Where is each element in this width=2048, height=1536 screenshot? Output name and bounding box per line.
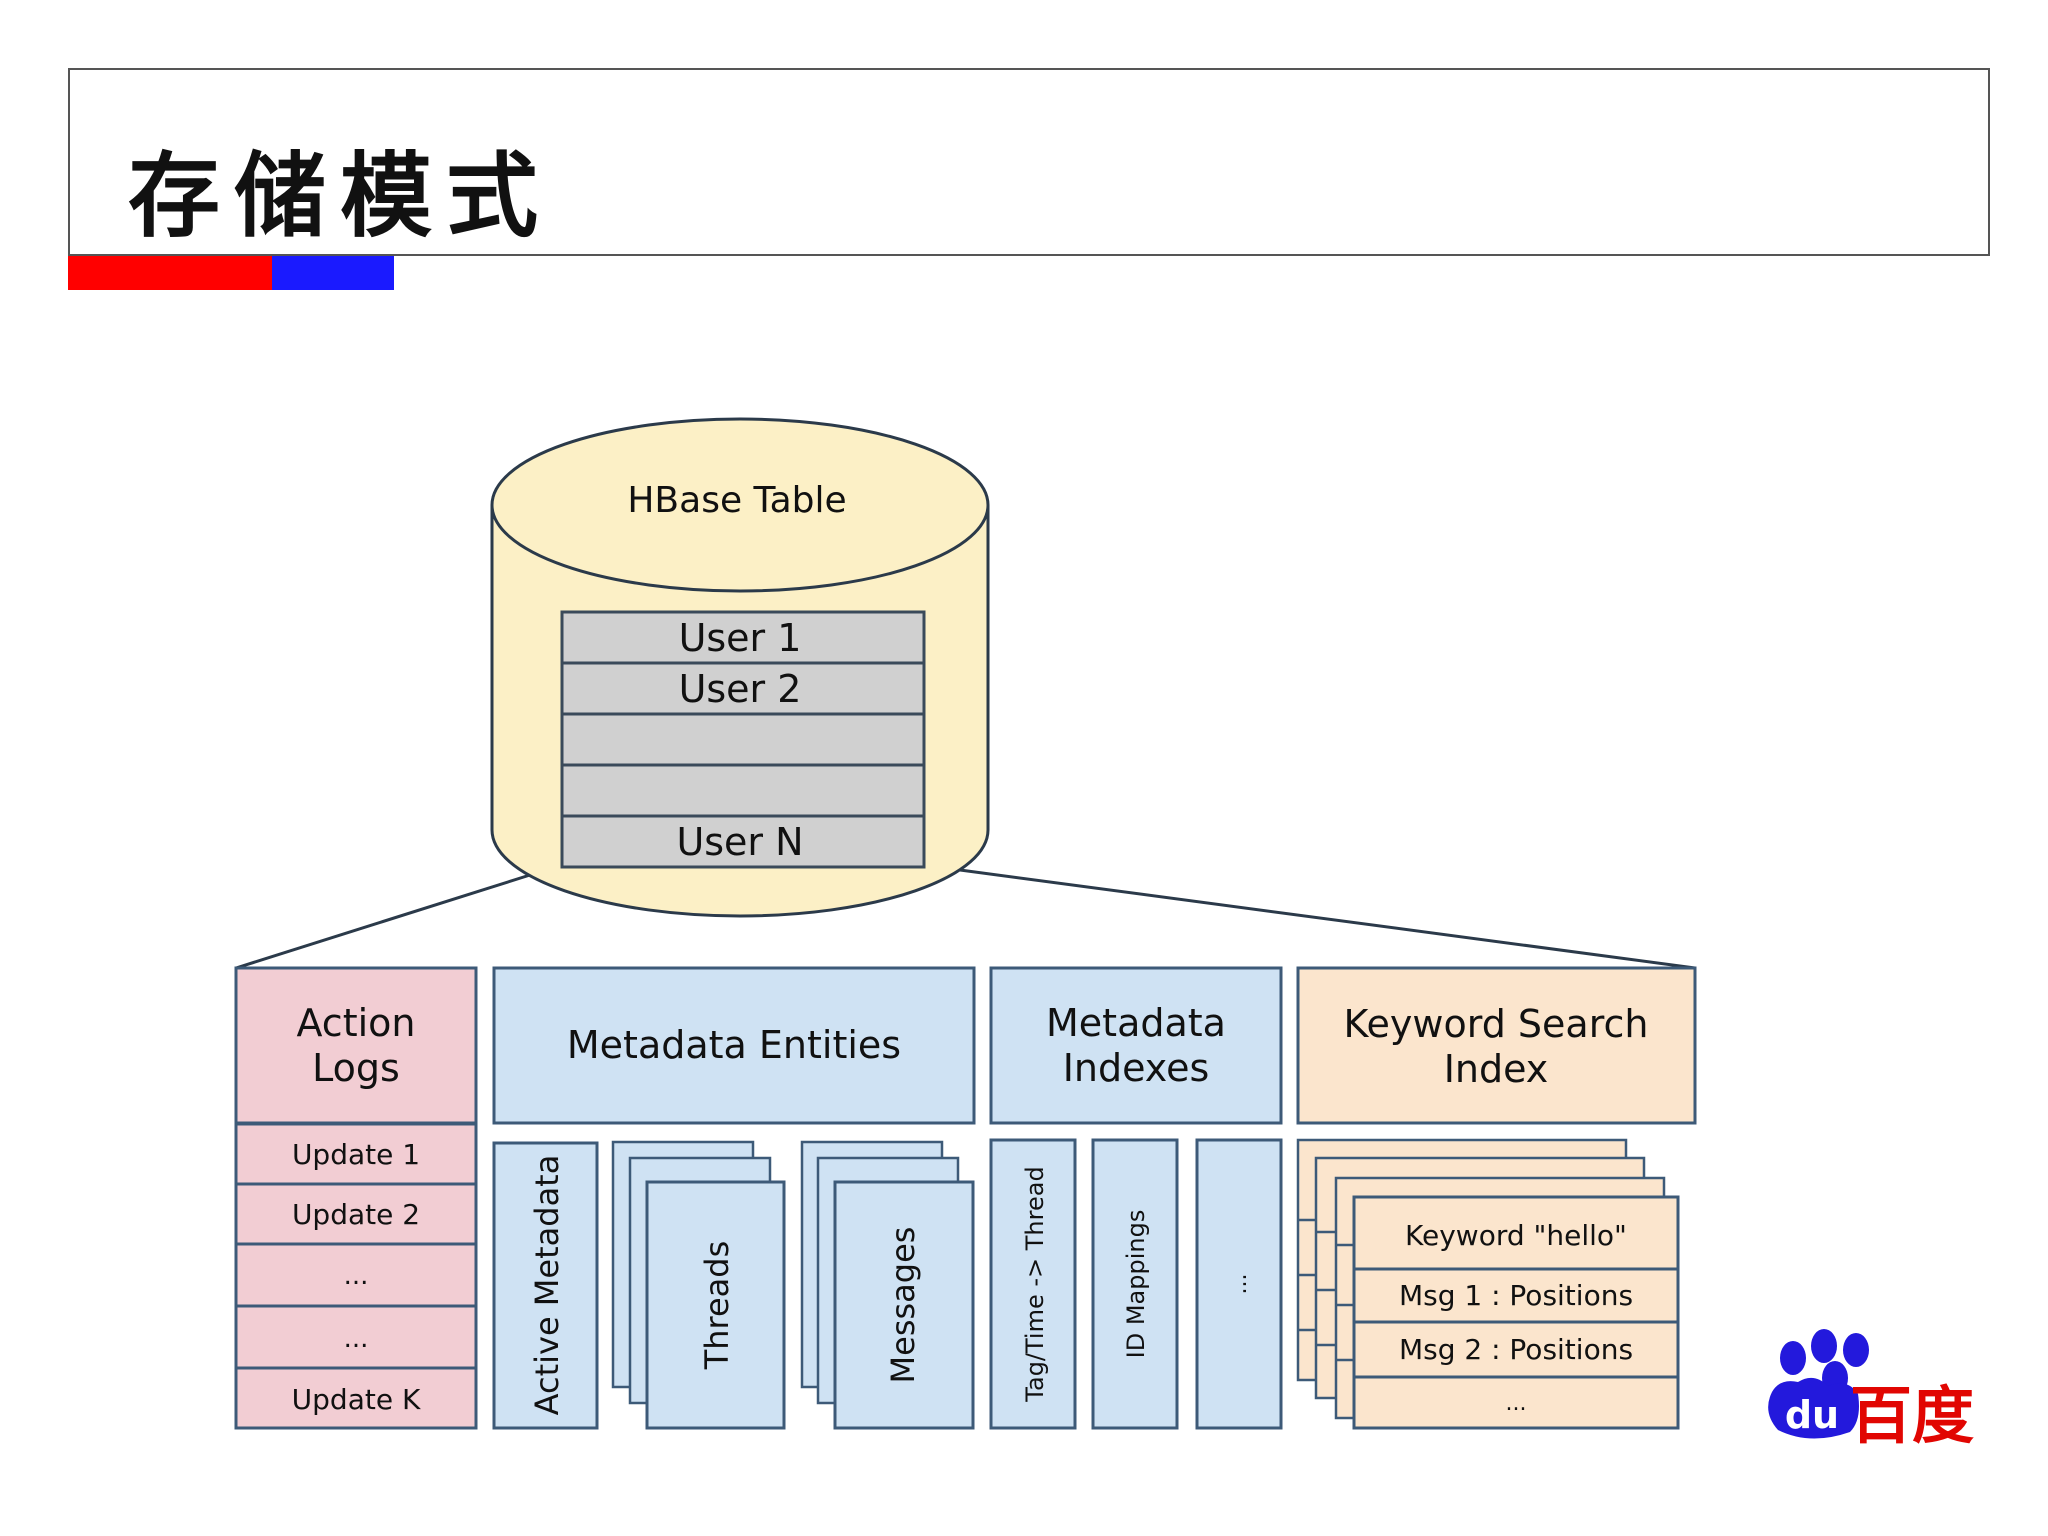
slide-title: 存储模式 xyxy=(128,143,553,250)
svg-text:Index: Index xyxy=(1444,1047,1549,1091)
svg-text:Logs: Logs xyxy=(312,1046,400,1090)
action-log-row: ... xyxy=(344,1324,369,1354)
svg-text:Tag/Time -> Thread: Tag/Time -> Thread xyxy=(1021,1166,1049,1402)
connector-left xyxy=(235,873,531,970)
accent-bar-red xyxy=(68,256,272,290)
baidu-logo-text: 百度 xyxy=(1850,1379,1974,1452)
connector-right xyxy=(959,868,1696,970)
action-log-row: ... xyxy=(344,1261,369,1291)
svg-text:ID Mappings: ID Mappings xyxy=(1122,1210,1150,1359)
action-log-row: Update 2 xyxy=(292,1198,420,1231)
keyword-row: ... xyxy=(1506,1391,1527,1416)
svg-text:Indexes: Indexes xyxy=(1063,1046,1210,1090)
action-log-rows: Update 1 Update 2 ... ... Update K xyxy=(234,1122,478,1430)
tag-time-thread-column: Tag/Time -> Thread xyxy=(989,1138,1077,1430)
metadata-indexes-header: Metadata Indexes xyxy=(989,966,1283,1125)
keyword-row: Keyword "hello" xyxy=(1405,1219,1627,1252)
svg-text:Metadata: Metadata xyxy=(1046,1001,1226,1045)
hbase-table-label: HBase Table xyxy=(627,480,846,521)
keyword-index-stack: Keyword "hello" Msg 1 : Positions Msg 2 … xyxy=(1296,1138,1680,1430)
svg-text:...: ... xyxy=(1227,1274,1252,1295)
active-metadata-column: Active Metadata xyxy=(492,1141,599,1430)
more-indexes-column: ... xyxy=(1195,1138,1283,1430)
threads-stack: Threads xyxy=(611,1140,786,1430)
messages-stack: Messages xyxy=(800,1140,975,1430)
accent-bar-blue xyxy=(272,256,394,290)
action-log-row: Update K xyxy=(292,1383,421,1416)
svg-text:Metadata Entities: Metadata Entities xyxy=(567,1023,901,1067)
keyword-row: Msg 1 : Positions xyxy=(1399,1279,1633,1312)
baidu-paw-icon: du xyxy=(1768,1329,1869,1439)
baidu-logo: du 百度 xyxy=(1768,1329,1974,1452)
user-row-label: User 2 xyxy=(679,667,802,711)
user-row-label: User 1 xyxy=(679,616,802,660)
user-row-label: User N xyxy=(676,820,803,864)
title-box: 存储模式 xyxy=(68,68,1990,256)
keyword-search-header: Keyword Search Index xyxy=(1296,966,1697,1125)
svg-text:Threads: Threads xyxy=(698,1241,736,1371)
svg-text:Keyword Search: Keyword Search xyxy=(1344,1002,1649,1046)
action-log-row: Update 1 xyxy=(292,1138,420,1171)
svg-text:Messages: Messages xyxy=(884,1227,922,1384)
id-mappings-column: ID Mappings xyxy=(1091,1138,1179,1430)
metadata-entities-header: Metadata Entities xyxy=(492,966,976,1125)
svg-text:Active Metadata: Active Metadata xyxy=(528,1155,566,1416)
svg-text:Action: Action xyxy=(296,1001,415,1045)
keyword-row: Msg 2 : Positions xyxy=(1399,1333,1633,1366)
baidu-mark-text: du xyxy=(1785,1393,1839,1437)
action-logs-header: Action Logs xyxy=(234,966,478,1125)
user-rows: User 1 User 2 User N xyxy=(560,610,926,869)
